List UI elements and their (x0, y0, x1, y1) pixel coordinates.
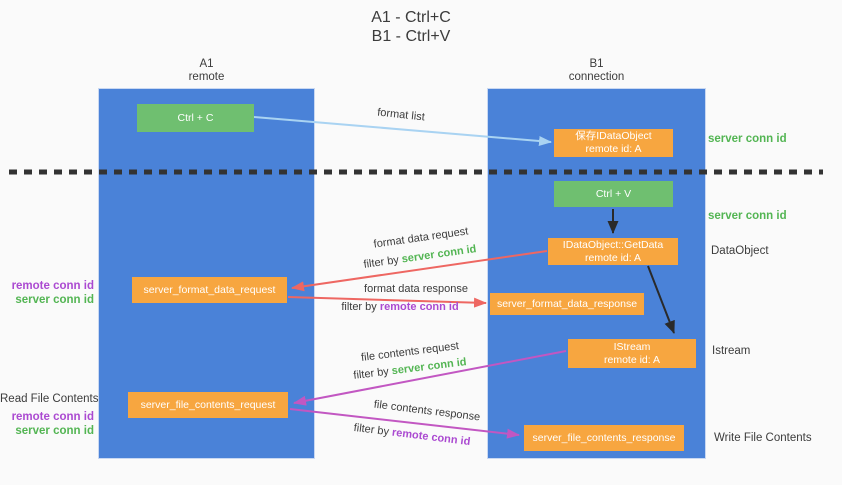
istream-line2: remote id: A (603, 353, 661, 366)
remote-conn-id-annotation: remote conn id (11, 280, 94, 292)
save-idataobject-line1: 保存IDataObject (575, 130, 652, 142)
getdata-line2: remote id: A (584, 251, 642, 264)
filter-by-text: filter by (362, 254, 400, 271)
server-format-data-request-box: server_format_data_request (132, 277, 287, 303)
save-idataobject-box: 保存IDataObject remote id: A (554, 129, 673, 157)
filter-by-text: filter by (352, 365, 390, 382)
server-conn-id-annotation-top: server conn id (708, 133, 787, 145)
diagram-title: A1 - Ctrl+C B1 - Ctrl+V (291, 8, 531, 46)
ctrl-v-box: Ctrl + V (554, 181, 673, 207)
filter-by-text: filter by (353, 421, 390, 439)
ctrl-v-label: Ctrl + V (595, 187, 632, 200)
write-file-contents-annotation: Write File Contents (714, 432, 812, 444)
lane-b1-subtitle: connection (568, 71, 625, 83)
remote-conn-id-text: remote conn id (391, 426, 471, 449)
server-file-contents-response-box: server_file_contents_response (524, 425, 684, 451)
lane-b1-name: B1 (589, 58, 604, 70)
server-conn-id-text: server conn id (400, 243, 478, 266)
server-conn-id-annotation: server conn id (15, 294, 94, 306)
lane-header-b1: B1 connection (487, 58, 706, 84)
lane-a1-name: A1 (199, 58, 214, 70)
filter-by-text: filter by (341, 301, 377, 313)
ctrl-c-box: Ctrl + C (137, 104, 254, 132)
server-format-data-response-box: server_format_data_response (490, 293, 644, 315)
server-conn-id-text: server conn id (391, 356, 468, 378)
server-conn-id-annotation-mid: server conn id (708, 210, 787, 222)
ctrl-c-label: Ctrl + C (177, 111, 214, 124)
lane-header-a1: A1 remote (98, 58, 315, 84)
getdata-line1: IDataObject::GetData (562, 238, 664, 251)
title-line-b1: B1 - Ctrl+V (371, 28, 451, 45)
istream-line1: IStream (613, 340, 651, 353)
istream-annotation: Istream (712, 345, 751, 357)
remote-conn-id-annotation: remote conn id (11, 411, 94, 423)
conn-id-annotation-left-bottom: remote conn id server conn id (8, 410, 94, 438)
file-contents-response-label: file contents response (373, 398, 481, 424)
title-line-a1: A1 - Ctrl+C (371, 9, 451, 26)
conn-id-annotation-left-top: remote conn id server conn id (8, 279, 94, 307)
remote-conn-id-text: remote conn id (379, 301, 459, 313)
idataobject-getdata-box: IDataObject::GetData remote id: A (548, 238, 678, 265)
server-conn-id-annotation: server conn id (15, 425, 94, 437)
filter-by-remote-conn-id-label-1: filter by remote conn id (320, 301, 480, 313)
filter-by-remote-conn-id-label-2: filter by remote conn id (332, 419, 492, 450)
file-response-label: server_file_contents_response (532, 431, 676, 444)
format-response-label: server_format_data_response (496, 297, 638, 310)
lane-a1-subtitle: remote (188, 71, 225, 83)
server-file-contents-request-box: server_file_contents_request (128, 392, 288, 418)
save-idataobject-line2: remote id: A (585, 143, 642, 155)
format-request-label: server_format_data_request (143, 283, 276, 296)
file-request-label: server_file_contents_request (140, 398, 276, 411)
istream-box: IStream remote id: A (568, 339, 696, 368)
dataobject-annotation: DataObject (711, 245, 769, 257)
read-file-contents-annotation: Read File Contents (0, 393, 99, 405)
format-data-response-label: format data response (364, 283, 468, 295)
format-list-label: format list (376, 106, 426, 124)
